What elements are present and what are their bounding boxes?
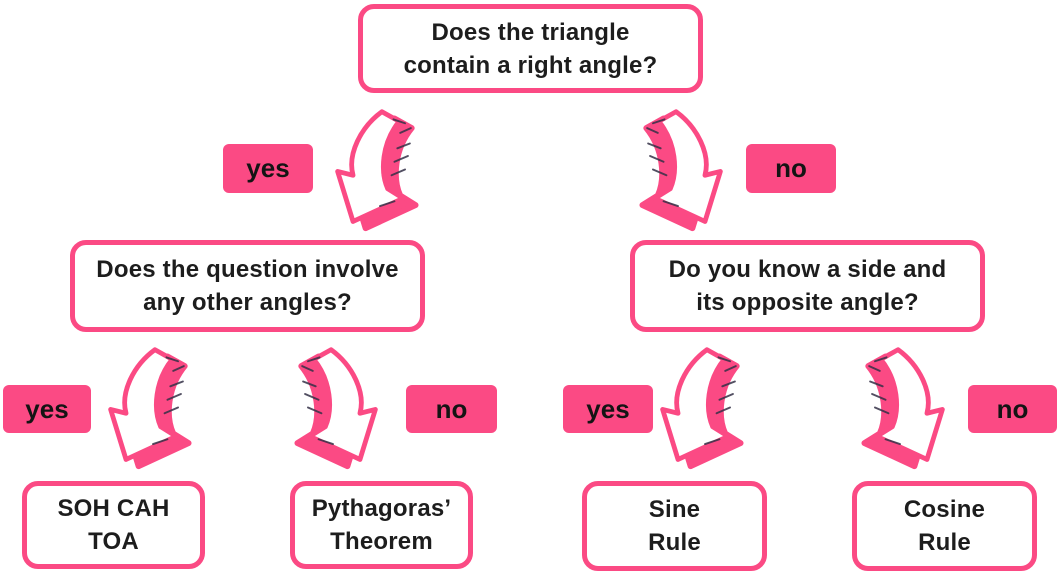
result-box-pythagoras-theorem: Pythagoras’ Theorem bbox=[290, 481, 473, 569]
branch-label-no-left-text: no bbox=[435, 393, 468, 424]
result-box-soh-cah-toa-line1: SOH CAH bbox=[57, 495, 170, 522]
decision-box-right-angle-line1: Does the triangle bbox=[431, 18, 630, 46]
result-box-sine-rule-line2: Rule bbox=[648, 529, 701, 556]
curved-arrow-down-right-icon bbox=[861, 347, 945, 470]
branch-label-yes-top: yes bbox=[223, 144, 313, 193]
result-box-pythagoras-theorem-line2: Theorem bbox=[330, 528, 433, 555]
curved-arrow-down-right-icon bbox=[639, 109, 723, 232]
decision-box-other-angles-line1: Does the question involve bbox=[96, 256, 399, 283]
result-box-soh-cah-toa: SOH CAH TOA bbox=[22, 481, 205, 569]
result-box-cosine-rule: Cosine Rule bbox=[852, 481, 1037, 571]
curved-arrow-down-left-icon bbox=[660, 347, 744, 470]
branch-label-no-top: no bbox=[746, 144, 836, 193]
decision-box-side-opposite-angle-line1: Do you know a side and bbox=[668, 256, 947, 283]
branch-label-no-left: no bbox=[406, 385, 497, 433]
branch-label-yes-left: yes bbox=[3, 385, 91, 433]
branch-label-no-right-text: no bbox=[996, 393, 1029, 424]
branch-label-yes-left-text: yes bbox=[25, 393, 69, 424]
branch-label-no-right: no bbox=[968, 385, 1057, 433]
curved-arrow-down-left-icon bbox=[335, 109, 419, 232]
result-box-soh-cah-toa-line2: TOA bbox=[88, 528, 139, 555]
branch-label-yes-top-text: yes bbox=[246, 153, 290, 183]
branch-label-no-top-text: no bbox=[775, 153, 807, 183]
decision-box-side-opposite-angle: Do you know a side and its opposite angl… bbox=[630, 240, 985, 332]
result-box-pythagoras-theorem-line1: Pythagoras’ bbox=[311, 495, 452, 522]
curved-arrow-down-right-icon bbox=[294, 347, 378, 470]
curved-arrow-down-left-icon bbox=[108, 347, 192, 470]
decision-box-other-angles-line2: any other angles? bbox=[143, 289, 352, 316]
decision-box-right-angle: Does the triangle contain a right angle? bbox=[358, 4, 703, 93]
decision-box-right-angle-line2: contain a right angle? bbox=[403, 51, 658, 79]
decision-box-other-angles: Does the question involve any other angl… bbox=[70, 240, 425, 332]
branch-label-yes-right: yes bbox=[563, 385, 653, 433]
result-box-sine-rule-line1: Sine bbox=[648, 496, 701, 523]
result-box-sine-rule: Sine Rule bbox=[582, 481, 767, 571]
branch-label-yes-right-text: yes bbox=[586, 393, 630, 424]
result-box-cosine-rule-line1: Cosine bbox=[903, 496, 986, 523]
decision-box-side-opposite-angle-line2: its opposite angle? bbox=[696, 289, 919, 316]
result-box-cosine-rule-line2: Rule bbox=[918, 529, 971, 556]
